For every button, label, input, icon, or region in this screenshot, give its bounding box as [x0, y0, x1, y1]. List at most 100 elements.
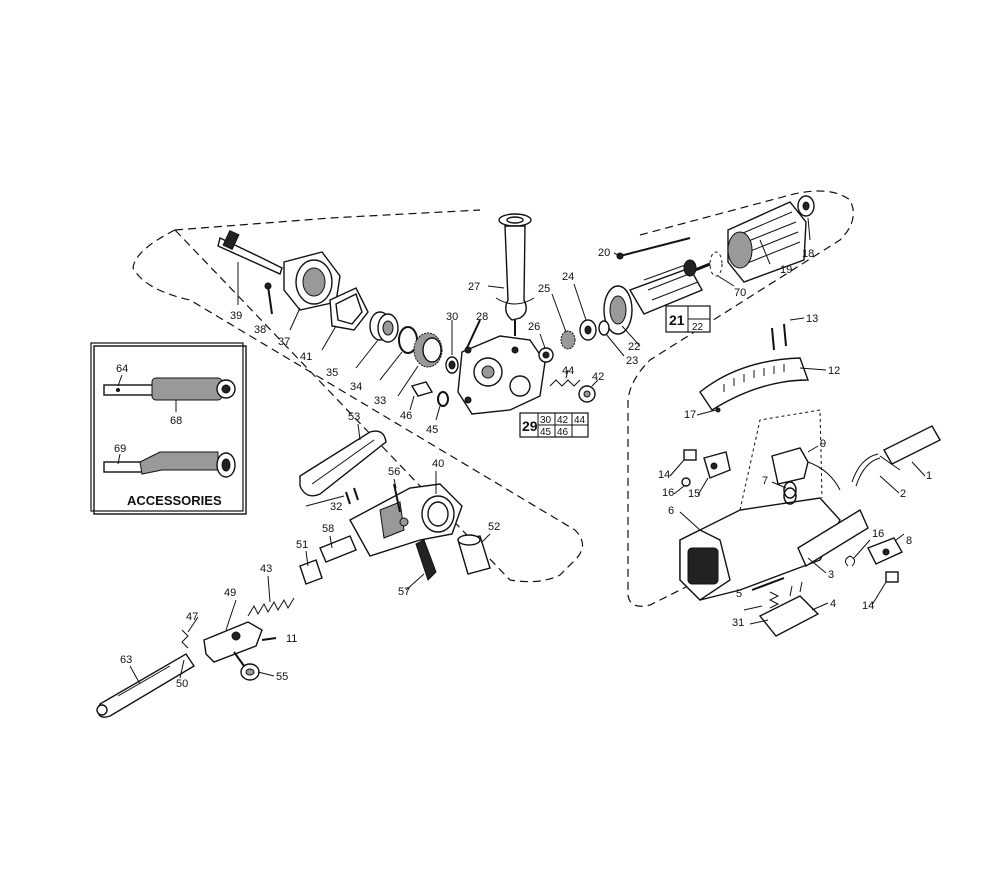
brush-holder-8	[867, 533, 905, 565]
screw-38	[264, 282, 273, 315]
tension-arm-49	[203, 621, 263, 663]
belt-arm-accessory-68	[103, 374, 236, 412]
label-35: 35	[326, 367, 338, 379]
box-21-main: 21	[669, 312, 685, 328]
label-58: 58	[322, 523, 334, 535]
label-53: 53	[348, 411, 360, 423]
cord-protector-2	[851, 453, 881, 487]
label-50: 50	[176, 678, 188, 690]
label-44: 44	[562, 365, 574, 377]
head-assembly-outline	[174, 209, 481, 231]
label-2: 2	[900, 488, 906, 500]
spindle-39	[217, 229, 283, 305]
label-1: 1	[926, 470, 932, 482]
bearing-30	[445, 320, 459, 374]
box-29-c1: 30	[540, 415, 552, 426]
label-13: 13	[806, 313, 818, 325]
label-15: 15	[688, 488, 700, 500]
label-68: 68	[170, 415, 182, 427]
bearing-24	[573, 283, 597, 341]
label-55: 55	[276, 671, 288, 683]
brush-14b	[885, 571, 899, 583]
label-40: 40	[432, 458, 444, 470]
guard-53	[299, 430, 387, 497]
label-11: 11	[286, 633, 297, 645]
gear-33	[397, 332, 443, 397]
spring-7	[783, 481, 797, 505]
knob-55	[233, 651, 260, 681]
switch-9	[771, 445, 841, 491]
label-56: 56	[388, 466, 400, 478]
label-32: 32	[330, 501, 342, 513]
label-3: 3	[828, 569, 834, 581]
label-22: 22	[628, 341, 640, 353]
label-24: 24	[562, 271, 574, 283]
part-labels: 1 2 3 4 5 6 7 8 9 11 12 13 14 14 15 16 1…	[120, 247, 932, 690]
screw-5	[751, 577, 785, 591]
spring-31	[749, 591, 780, 625]
label-26: 26	[528, 321, 540, 333]
label-49: 49	[224, 587, 236, 599]
label-39: 39	[230, 310, 242, 322]
label-43: 43	[260, 563, 272, 575]
label-30: 30	[446, 311, 458, 323]
label-51: 51	[296, 539, 308, 551]
box-29-c5: 46	[557, 427, 569, 438]
label-64: 64	[116, 363, 128, 375]
leader-lines	[129, 252, 926, 685]
baffle-70	[709, 251, 735, 287]
part-box-29: 29 30 42 44 45 46	[519, 412, 589, 438]
label-28: 28	[476, 311, 488, 323]
part-box-21: 21 22	[665, 305, 711, 333]
label-42: 42	[592, 371, 604, 383]
label-14a: 14	[658, 469, 670, 481]
tube-58	[319, 535, 357, 563]
label-37: 37	[278, 336, 290, 348]
label-4: 4	[830, 598, 836, 610]
label-38: 38	[254, 324, 266, 336]
field-19	[727, 201, 807, 283]
spring-16b	[844, 555, 856, 567]
screw-11	[261, 637, 277, 641]
screw-28	[464, 319, 481, 354]
gear-case-29	[457, 335, 546, 415]
nut-26	[538, 333, 554, 363]
label-19: 19	[780, 264, 792, 276]
fan-21	[603, 285, 633, 335]
label-33: 33	[374, 395, 386, 407]
screw-17	[715, 407, 721, 413]
label-7: 7	[762, 475, 768, 487]
label-47: 47	[186, 611, 198, 623]
through-bolt-20	[616, 237, 691, 260]
box-29-c4: 45	[540, 427, 552, 438]
flange-37	[283, 251, 341, 331]
spring-47	[181, 629, 189, 649]
label-23: 23	[626, 355, 638, 367]
bearing-35	[355, 311, 399, 369]
handle-27	[487, 213, 535, 336]
screws-32	[345, 487, 359, 505]
screws-13	[771, 317, 805, 351]
belt-arm-accessory-69	[103, 451, 236, 478]
box-29-c3: 44	[574, 415, 586, 426]
gasket-41	[321, 287, 369, 351]
trigger-plate-4	[758, 581, 820, 637]
label-46: 46	[400, 410, 412, 422]
label-70: 70	[734, 287, 746, 299]
accessories-panel: 64 68 69 ACCESSORIES	[90, 342, 247, 515]
motor-assembly-outline	[627, 190, 854, 607]
cover-12	[699, 357, 827, 411]
box-29-c2: 42	[557, 415, 569, 426]
bushing-52	[457, 534, 491, 575]
brush-14a	[683, 449, 697, 461]
bearing-18	[797, 195, 815, 241]
box-21-sub: 22	[692, 322, 704, 333]
sleeve-51	[299, 559, 323, 585]
label-63: 63	[120, 654, 132, 666]
label-14b: 14	[862, 600, 874, 612]
label-20: 20	[598, 247, 610, 259]
spring-44	[549, 369, 581, 387]
label-12: 12	[828, 365, 840, 377]
label-45: 45	[426, 424, 438, 436]
